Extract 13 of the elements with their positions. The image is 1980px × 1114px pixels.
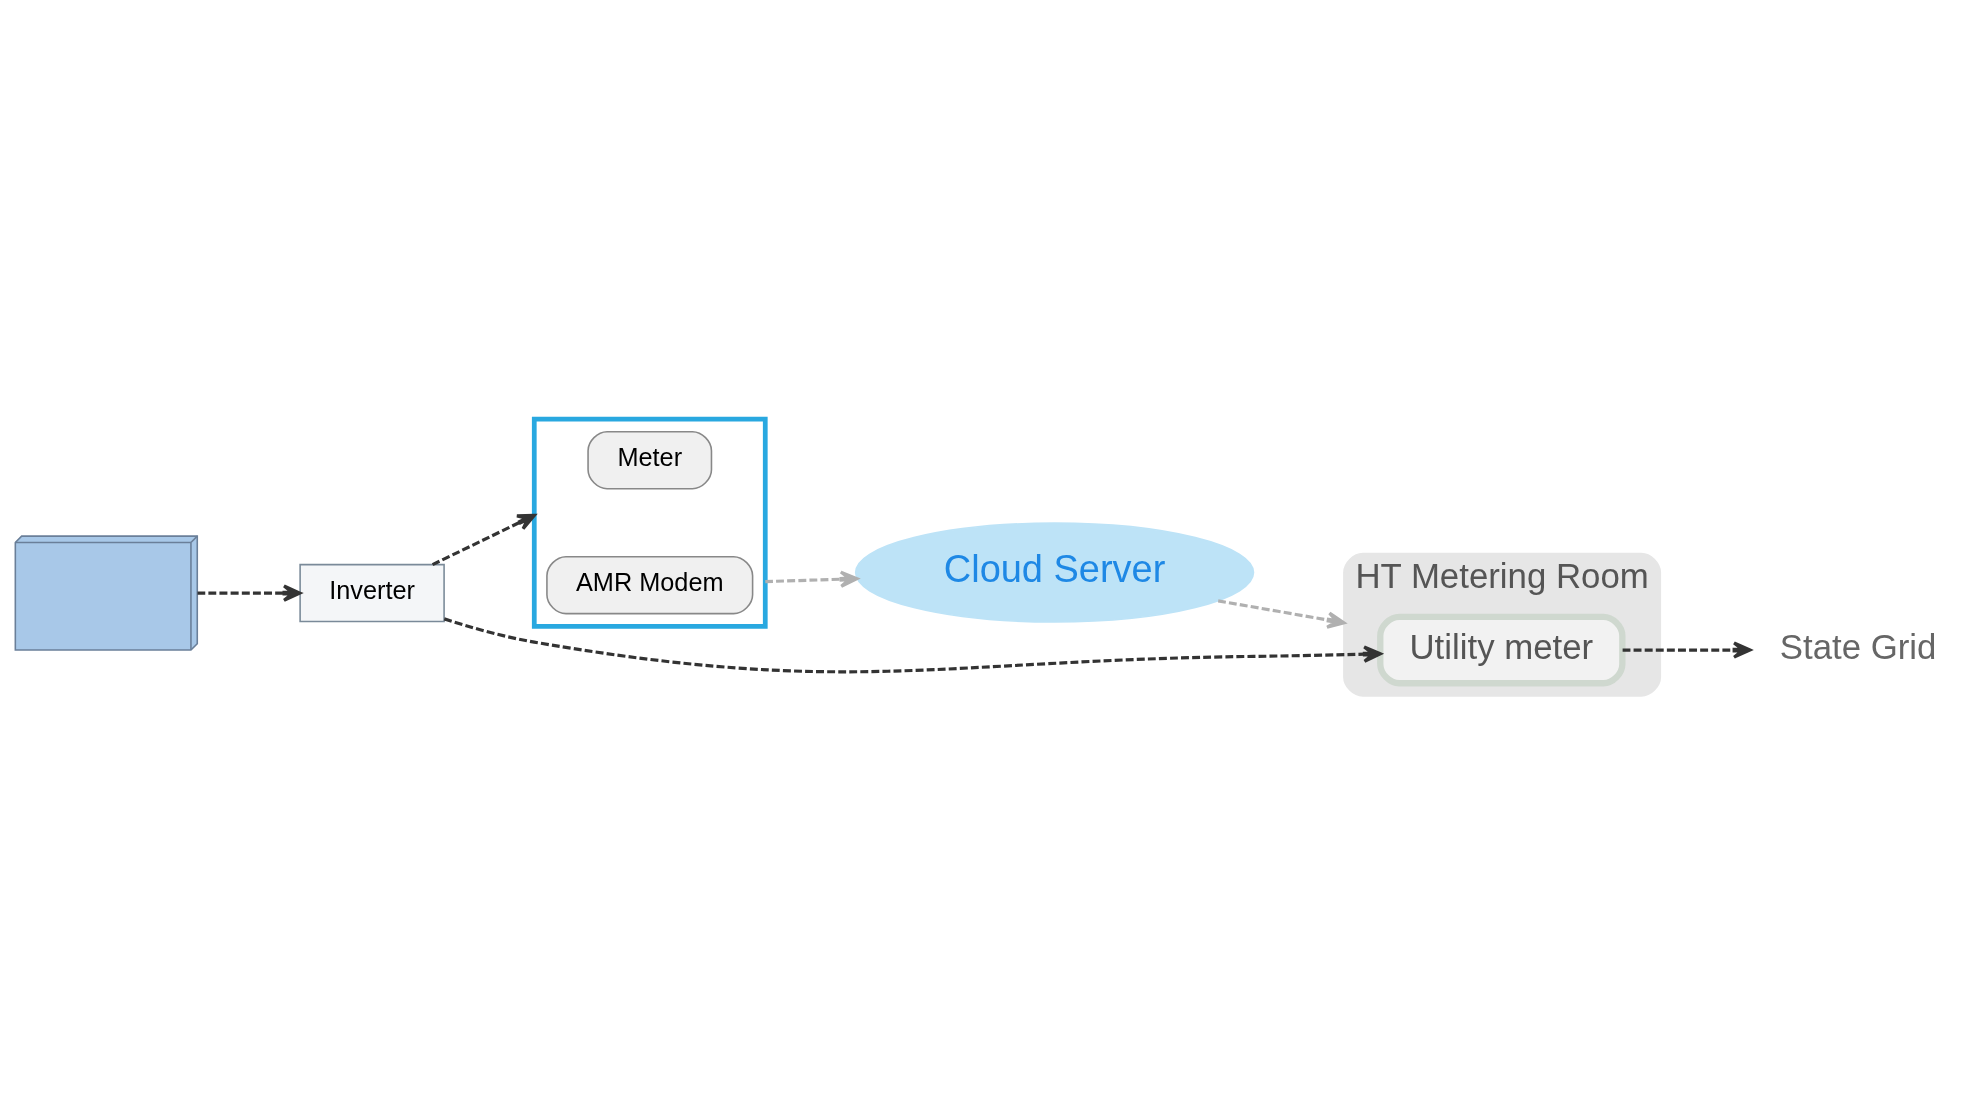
arrow [443,616,1382,673]
arrow [1622,640,1752,659]
node-box: Meter [586,430,712,489]
node-ellipse: Cloud Server [854,521,1254,623]
node-box: Inverter [298,563,445,622]
node-text: State Grid [1779,626,1936,666]
arrow [764,570,858,588]
cluster [531,416,768,629]
arrow [197,583,301,602]
node-box: AMR Modem [545,555,753,614]
arrow [1217,598,1345,629]
node-box: Utility meter [1376,613,1625,686]
arrow [431,513,536,566]
